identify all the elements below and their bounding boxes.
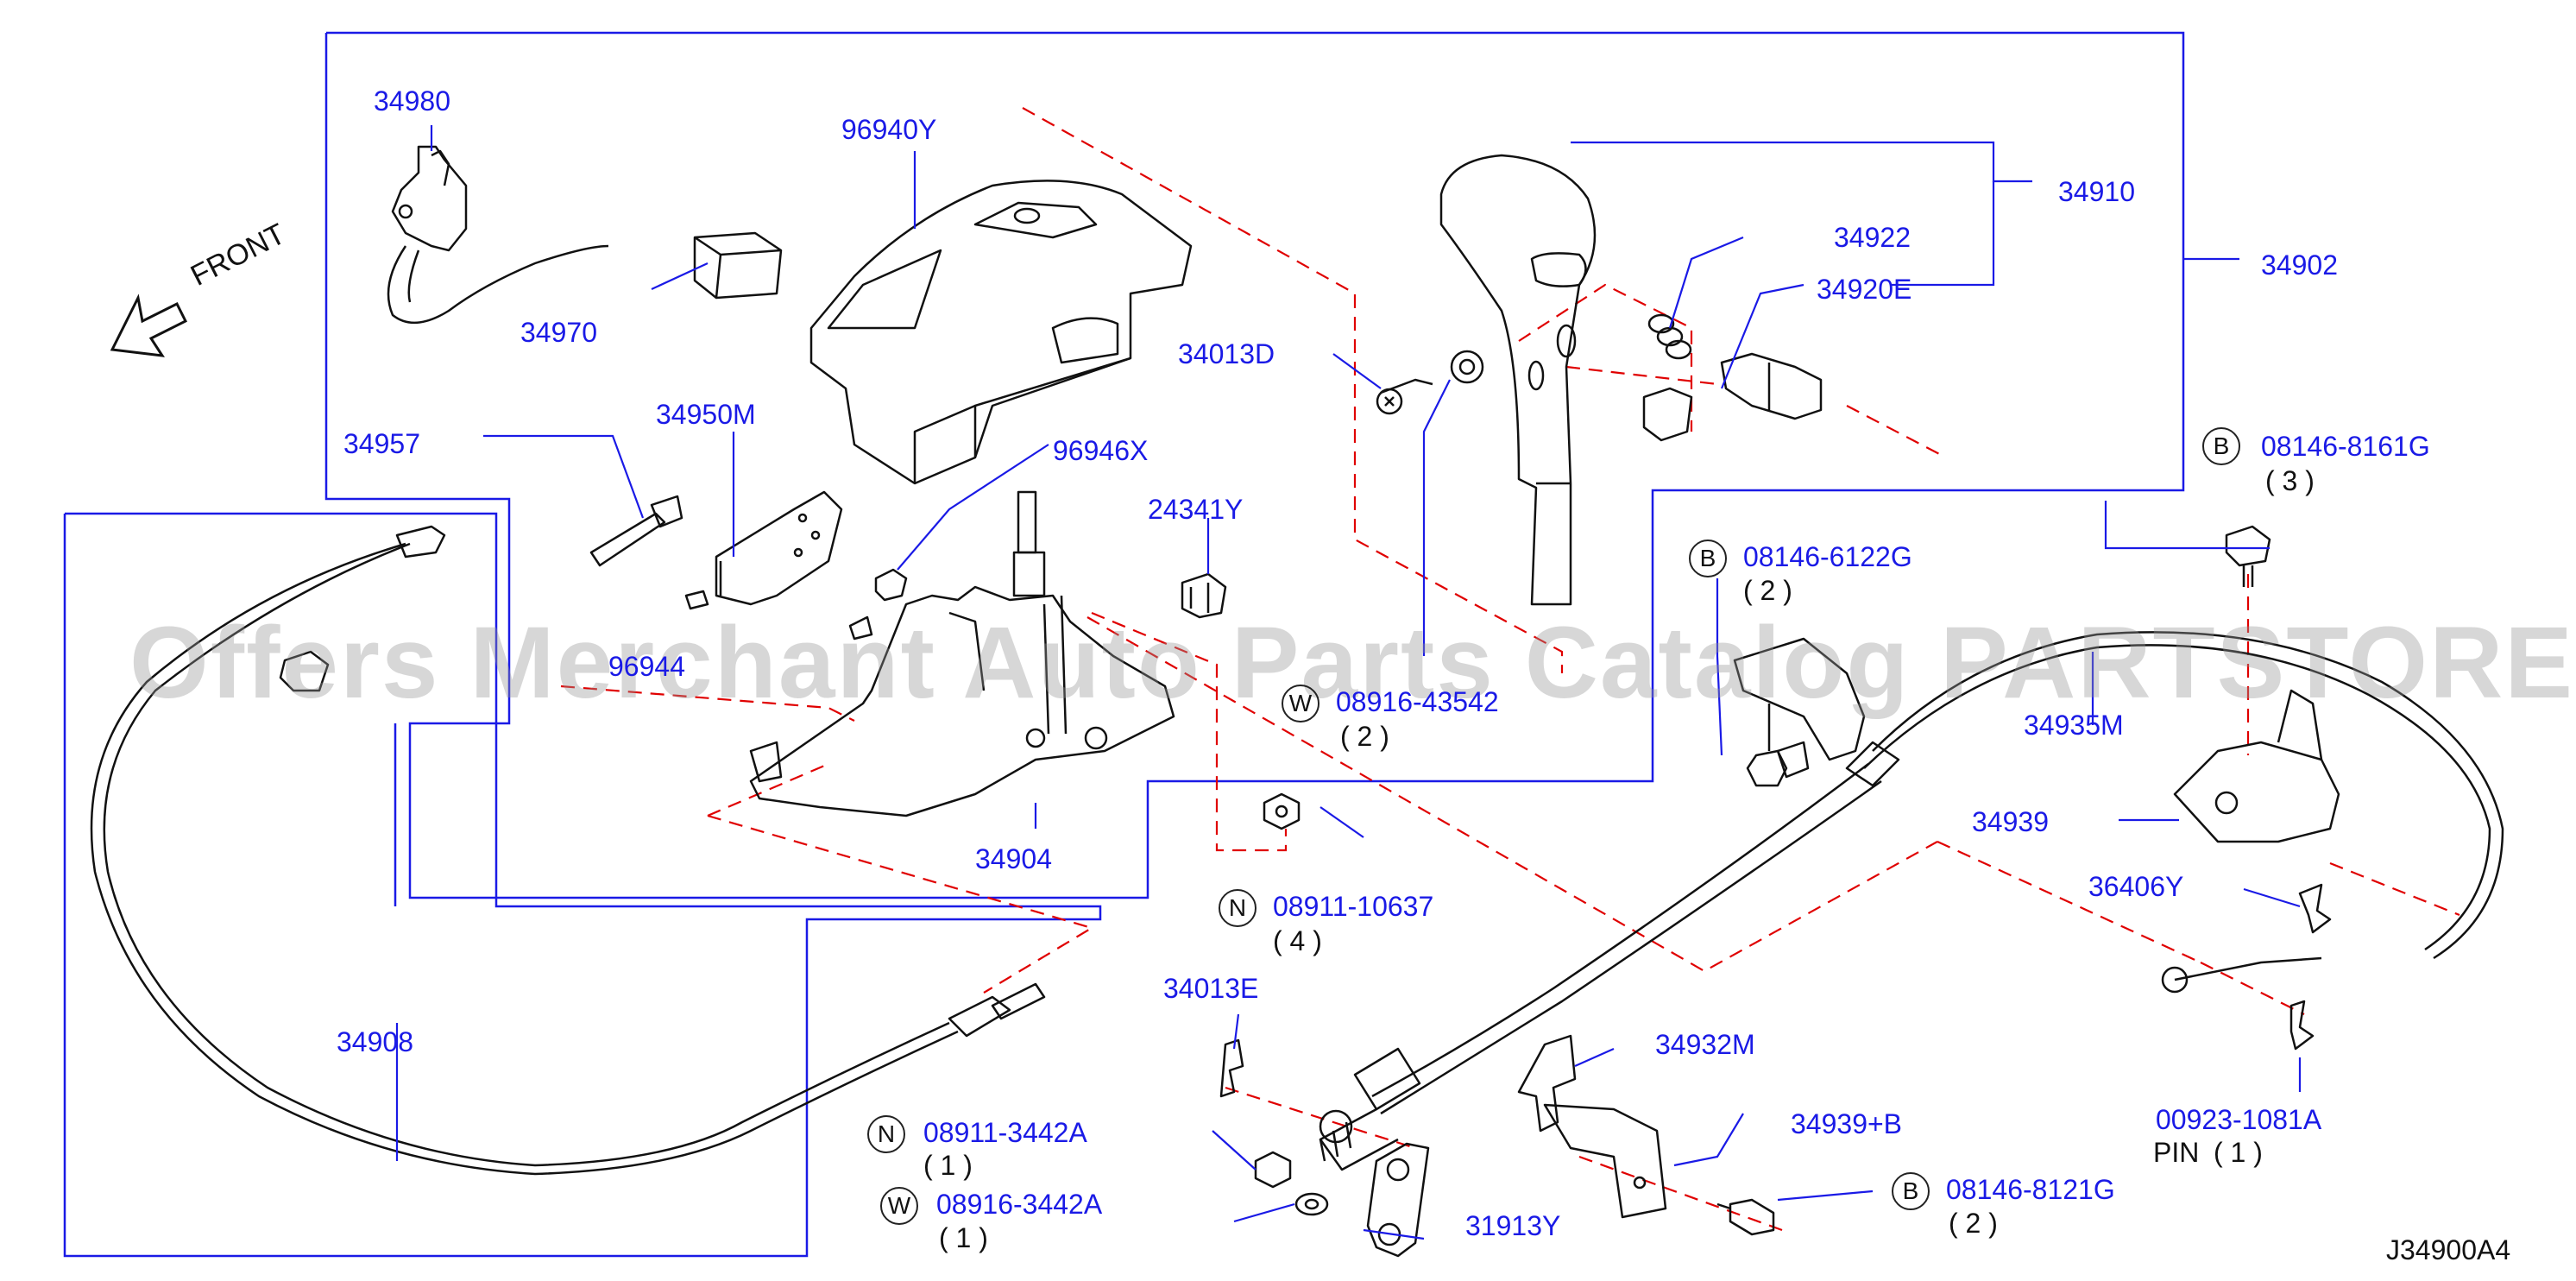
part-label-34939[interactable]: 34939 bbox=[1972, 806, 2049, 837]
cable-end-fitting bbox=[1319, 1047, 1421, 1171]
watermark-text: Offers Merchant Auto Parts Catalog PARTS… bbox=[129, 606, 2576, 720]
shift-knob-34910 bbox=[1439, 154, 1597, 606]
part-label-34922[interactable]: 34922 bbox=[1834, 222, 1911, 253]
washer-prefix-circle: W bbox=[1282, 685, 1319, 723]
front-arrow-icon bbox=[110, 293, 188, 357]
button-34920E bbox=[1720, 352, 1823, 420]
assembly-frames bbox=[63, 31, 2185, 1258]
part-label-34970[interactable]: 34970 bbox=[520, 317, 597, 348]
part-label-00923-1081A[interactable]: 00923-1081A bbox=[2156, 1104, 2322, 1135]
part-label-36406Y[interactable]: 36406Y bbox=[2088, 871, 2184, 902]
bolt-prefix-circle: B bbox=[2202, 427, 2240, 465]
spring-34922 bbox=[1647, 313, 1692, 360]
diagram-reference: J34900A4 bbox=[2386, 1234, 2511, 1265]
base-assembly-34904 bbox=[749, 490, 1175, 817]
clip-34013E bbox=[1219, 1038, 1244, 1098]
indicator-cover-96940Y bbox=[809, 180, 1193, 485]
part-label-96944[interactable]: 96944 bbox=[608, 651, 685, 682]
frame-34902 bbox=[324, 31, 2185, 899]
part-label-34908[interactable]: 34908 bbox=[337, 1026, 413, 1057]
qty-08916-43542: ( 2 ) bbox=[1340, 721, 1389, 752]
part-label-34950M[interactable]: 34950M bbox=[656, 399, 756, 430]
bolt-prefix-circle: B bbox=[1689, 540, 1727, 577]
bolt-prefix-circle: B bbox=[1892, 1172, 1930, 1210]
part-label-34980[interactable]: 34980 bbox=[374, 85, 450, 117]
lever-31913Y bbox=[1366, 1142, 1430, 1258]
clip-36406Y bbox=[2298, 883, 2332, 934]
part-label-34957[interactable]: 34957 bbox=[343, 428, 420, 459]
cable-34908 bbox=[90, 525, 1046, 1176]
part-label-34013E[interactable]: 34013E bbox=[1163, 973, 1259, 1004]
part-label-08146-6122G[interactable]: 08146-6122G bbox=[1743, 541, 1912, 572]
qty-08911-3442A: ( 1 ) bbox=[923, 1150, 973, 1181]
nut-08911-3442A bbox=[1254, 1151, 1292, 1189]
qty-08911-10637: ( 4 ) bbox=[1273, 925, 1322, 956]
nut-prefix-circle: N bbox=[1219, 889, 1257, 927]
washer-prefix-circle: W bbox=[880, 1187, 918, 1225]
pin-00923-1081A bbox=[2289, 1000, 2315, 1051]
leader-lines bbox=[395, 125, 2302, 1240]
cable-34935M bbox=[1371, 631, 2504, 1115]
washer-08916-3442A bbox=[1294, 1192, 1329, 1216]
pad-34970 bbox=[693, 231, 783, 300]
part-label-34920E[interactable]: 34920E bbox=[1817, 274, 1912, 305]
part-outlines bbox=[90, 145, 2504, 1258]
bolt-08146-8161G bbox=[2225, 525, 2271, 587]
pin-label: PIN bbox=[2153, 1137, 2200, 1168]
nut-08911-10637 bbox=[1263, 792, 1301, 830]
part-label-08911-3442A[interactable]: 08911-3442A bbox=[923, 1117, 1087, 1148]
bolt-08146-8121G bbox=[1716, 1198, 1775, 1236]
part-label-34013D[interactable]: 34013D bbox=[1178, 338, 1275, 369]
mount-bracket bbox=[2173, 689, 2340, 843]
part-label-08916-3442A[interactable]: 08916-3442A bbox=[936, 1189, 1103, 1220]
nut-prefix-circle: N bbox=[867, 1115, 905, 1153]
star-washer bbox=[1450, 350, 1484, 384]
part-label-24341Y[interactable]: 24341Y bbox=[1148, 494, 1244, 525]
frame-34908 bbox=[63, 512, 1102, 1258]
part-label-34910[interactable]: 34910 bbox=[2058, 176, 2135, 207]
clip-block bbox=[1642, 387, 1693, 442]
bracket-34932M bbox=[1517, 1034, 1667, 1219]
part-label-34932M[interactable]: 34932M bbox=[1655, 1029, 1755, 1060]
switch-34980 bbox=[387, 145, 609, 325]
part-label-34935M[interactable]: 34935M bbox=[2024, 710, 2124, 741]
part-label-08146-8161G[interactable]: 08146-8161G bbox=[2261, 431, 2430, 462]
qty-08146-8121G: ( 2 ) bbox=[1949, 1208, 1998, 1239]
pin-qty: ( 1 ) bbox=[2214, 1137, 2263, 1168]
qty-08146-8161G: ( 3 ) bbox=[2265, 465, 2315, 496]
part-label-34939B[interactable]: 34939+B bbox=[1791, 1108, 1903, 1139]
part-label-34904[interactable]: 34904 bbox=[975, 843, 1052, 874]
qty-08146-6122G: ( 2 ) bbox=[1743, 575, 1792, 606]
qty-08916-3442A: ( 1 ) bbox=[939, 1222, 988, 1253]
screw-34013D bbox=[1376, 378, 1433, 415]
part-label-96940Y[interactable]: 96940Y bbox=[841, 114, 937, 145]
part-label-31913Y[interactable]: 31913Y bbox=[1465, 1210, 1561, 1241]
part-label-96946X[interactable]: 96946X bbox=[1053, 435, 1149, 466]
pin-34957 bbox=[589, 495, 683, 567]
bolt-08146-6122G bbox=[1746, 749, 1788, 787]
part-label-08916-43542[interactable]: 08916-43542 bbox=[1336, 686, 1499, 717]
part-label-08911-10637[interactable]: 08911-10637 bbox=[1273, 891, 1434, 922]
alignment-dashes bbox=[560, 107, 2460, 1232]
part-label-08146-8121G[interactable]: 08146-8121G bbox=[1946, 1174, 2115, 1205]
bracket-34950M bbox=[684, 490, 843, 610]
cap-96946X bbox=[874, 568, 908, 602]
part-label-34902[interactable]: 34902 bbox=[2261, 249, 2338, 281]
